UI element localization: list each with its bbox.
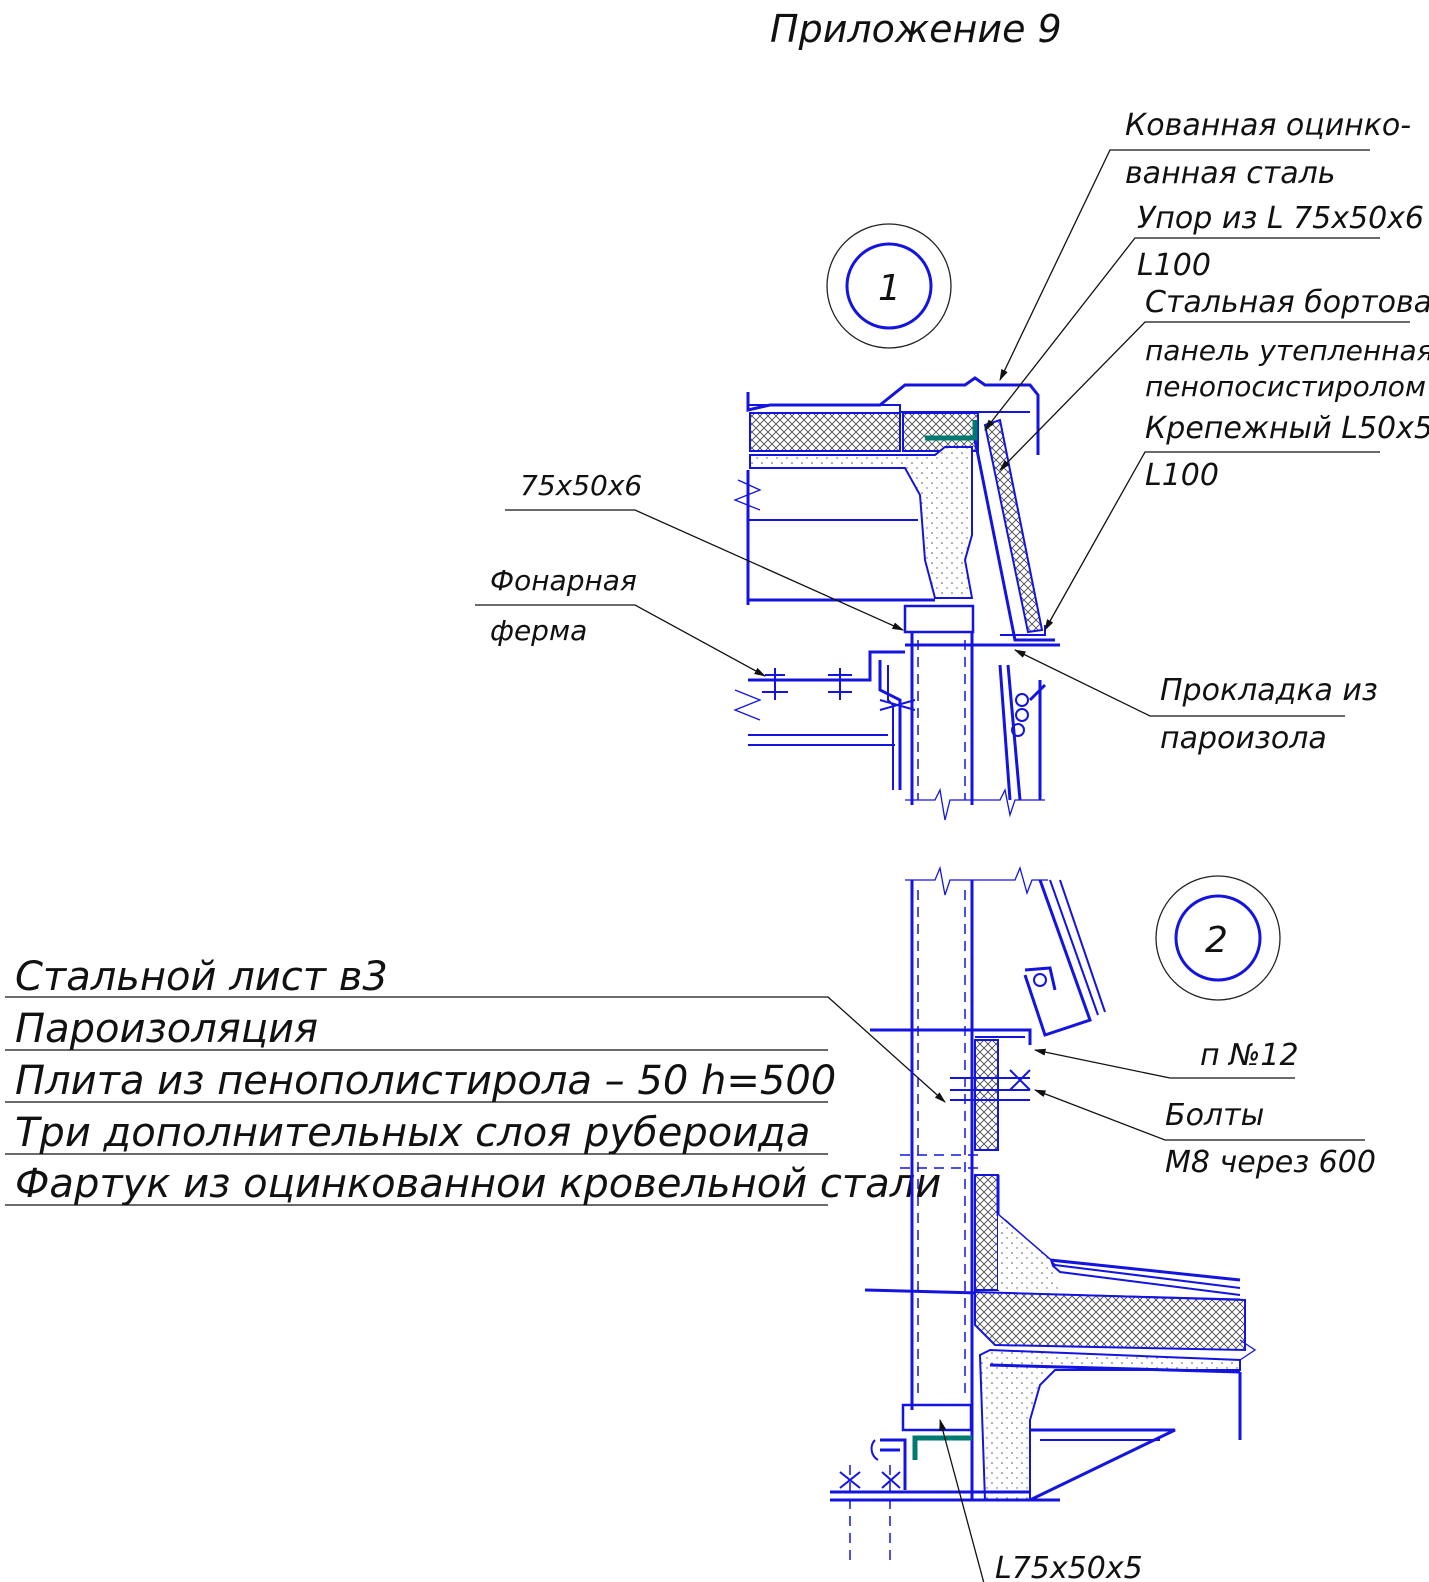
label-gasket-2: пароизола [1160, 721, 1327, 756]
layer-item: Стальной лист в3 [15, 954, 388, 1000]
label-truss-1: Фонарная [490, 564, 637, 597]
detail-1-callouts [475, 149, 1410, 717]
detail-2-structure [830, 865, 1257, 1560]
layer-item: Фартук из оцинкованнои кровельной стали [15, 1161, 941, 1207]
detail-2-marker: 2 [1155, 875, 1281, 1001]
label-bolts-1: Болты [1165, 1098, 1264, 1133]
drawing-title: Приложение 9 [770, 7, 1062, 51]
label-channel: п №12 [1200, 1038, 1299, 1073]
label-angle-100-a: L100 [1137, 248, 1211, 283]
layer-item: Три дополнительных слоя рубероида [15, 1110, 810, 1156]
detail-1-structure [733, 376, 1060, 821]
label-fastening-angle: Крепежный L50x5 [1145, 411, 1429, 446]
label-gasket-1: Прокладка из [1160, 673, 1378, 708]
detail-1-number: 1 [878, 268, 901, 309]
label-angle-75x50x5: L75x50x5 [995, 1551, 1143, 1582]
label-profile: 75x50x6 [520, 469, 642, 502]
layer-item: Пароизоляция [15, 1006, 318, 1052]
label-forged-steel-2: ванная сталь [1125, 156, 1335, 191]
layer-list: Стальной лист в3 Пароизоляция Плита из п… [5, 954, 946, 1207]
label-stop-angle: Упор из L 75x50x6 [1137, 201, 1424, 236]
layer-item: Плита из пенополистирола – 50 h=500 [15, 1058, 836, 1104]
label-bolts-2: М8 через 600 [1165, 1145, 1376, 1180]
detail-2-number: 2 [1205, 920, 1228, 961]
detail-1-marker: 1 [826, 223, 952, 349]
label-panel-2: панель утепленная [1145, 334, 1429, 367]
label-panel-1: Стальная бортовая [1145, 285, 1429, 320]
label-panel-3: пенопосистиролом [1145, 370, 1426, 403]
label-angle-100-b: L100 [1145, 458, 1219, 493]
detail-2-callouts [939, 1048, 1365, 1582]
label-forged-steel-1: Кованная оцинко- [1125, 108, 1411, 143]
label-truss-2: ферма [490, 614, 587, 647]
